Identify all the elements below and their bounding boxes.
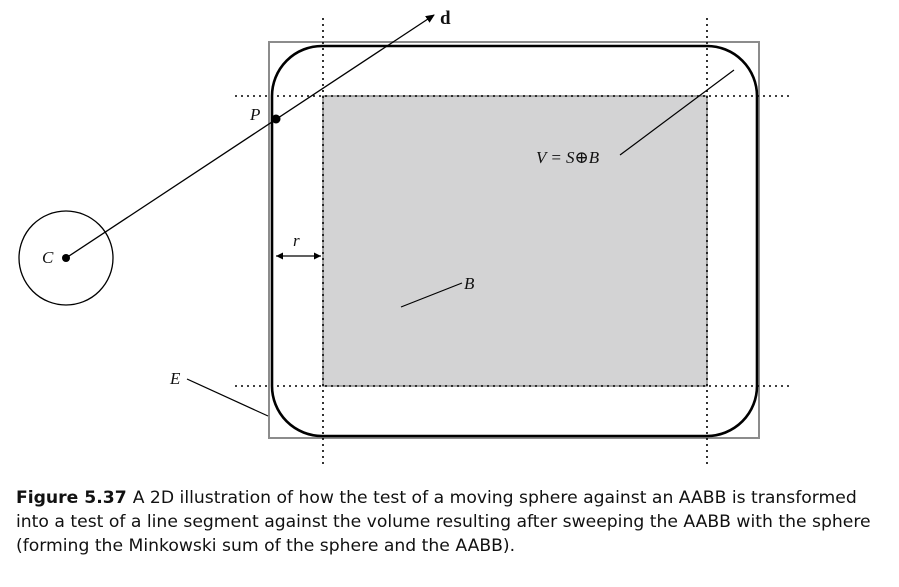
label-box-e: E [169, 369, 181, 388]
caption-title: Figure 5.37 [16, 488, 127, 508]
sphere-s [18, 210, 114, 306]
caption-text: A 2D illustration of how the test of a m… [16, 488, 871, 556]
leader-b [400, 282, 463, 308]
bounding-box-e [268, 41, 760, 439]
label-point-p: P [249, 105, 260, 124]
leader-v [619, 69, 735, 156]
label-direction-d: d [440, 8, 451, 29]
point-p-dot [271, 114, 281, 124]
box-b [322, 95, 708, 387]
label-center-c: C [42, 248, 54, 267]
figure-diagram: d P C r V = S⊕B B E [18, 8, 790, 468]
label-volume-v: V = S⊕B [536, 148, 600, 167]
direction-line [65, 14, 435, 259]
leader-e [186, 378, 269, 417]
label-box-b: B [464, 274, 475, 293]
label-radius-r: r [293, 231, 300, 250]
dotted-guides [235, 18, 790, 468]
minkowski-volume-v [270, 44, 759, 438]
